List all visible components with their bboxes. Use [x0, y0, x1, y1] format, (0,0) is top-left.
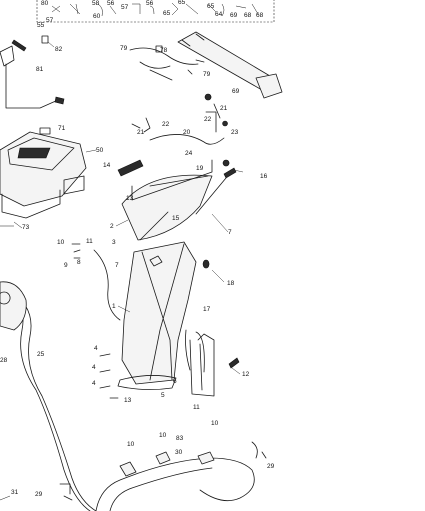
bolts-4 [99, 353, 119, 399]
callout-label: 4 [92, 364, 96, 371]
left-fasteners [0, 221, 121, 321]
callout-label: 20 [183, 129, 191, 136]
inset-parts-box [36, 0, 275, 23]
callout-label: 10 [127, 441, 135, 448]
callout-label: 5 [161, 392, 165, 399]
callout-label: 71 [58, 125, 66, 132]
callout-label: 31 [11, 489, 19, 496]
callout-label: 13 [126, 195, 134, 202]
callout-label: 1 [112, 303, 116, 310]
callout-label: 65 [207, 3, 215, 10]
callout-label: 3 [112, 239, 116, 246]
callout-label: 83 [176, 435, 184, 442]
callout-label: 7 [228, 229, 232, 236]
callout-label: 79 [203, 71, 211, 78]
callout-label: 16 [260, 173, 268, 180]
callout-label: 68 [256, 12, 264, 19]
callout-label: 25 [37, 351, 45, 358]
callout-label: 6 [173, 378, 177, 385]
callout-label: 7 [115, 262, 119, 269]
callout-label: 64 [215, 11, 223, 18]
callout-label: 8 [77, 259, 81, 266]
callout-label: 15 [172, 215, 180, 222]
callout-label: 78 [160, 47, 168, 54]
control-panel-housing [0, 127, 97, 219]
callout-label: 29 [267, 463, 275, 470]
bracket-assembly-81 [0, 35, 65, 109]
callout-label: 81 [36, 66, 44, 73]
callout-label: 28 [0, 357, 8, 364]
callout-label: 2 [110, 223, 114, 230]
handle-grip-14 [117, 159, 144, 177]
callout-label: 10 [211, 420, 219, 427]
callout-label: 79 [120, 45, 128, 52]
callout-label: 56 [146, 0, 154, 7]
callout-label: 10 [57, 239, 65, 246]
callout-label: 50 [96, 147, 104, 154]
callout-label: 19 [196, 165, 204, 172]
chute-crank-linkage [131, 93, 228, 145]
callout-label: 11 [86, 238, 93, 245]
chute-rod-17 [189, 333, 215, 397]
lower-cable-routing [0, 441, 267, 511]
upper-chute-deflector [121, 159, 237, 241]
callout-label: 69 [232, 88, 240, 95]
callout-label: 21 [137, 129, 145, 136]
callout-label: 23 [231, 129, 239, 136]
callout-label: 10 [159, 432, 167, 439]
control-cable-25 [0, 281, 97, 511]
callout-label: 58 [92, 0, 100, 7]
callout-label: 14 [103, 162, 111, 169]
callout-label: 29 [35, 491, 43, 498]
spring-12 [228, 357, 240, 369]
actuator-69 [177, 31, 283, 99]
callout-label: 17 [203, 306, 211, 313]
callout-label: 65 [163, 10, 171, 17]
callout-label: 21 [220, 105, 228, 112]
callout-label: 82 [55, 46, 63, 53]
callout-label: 68 [244, 12, 252, 19]
callout-label: 60 [93, 13, 101, 20]
callout-label: 13 [124, 397, 132, 404]
callout-label: 57 [121, 4, 129, 11]
callout-label: 57 [46, 17, 54, 24]
callout-label: 11 [193, 404, 200, 411]
callout-label: 73 [22, 224, 30, 231]
callout-label: 4 [94, 345, 98, 352]
callout-label: 55 [37, 22, 45, 29]
callout-labels: 80 58 56 57 56 65 65 64 69 68 57 55 60 6… [0, 0, 275, 498]
callout-label: 9 [64, 262, 68, 269]
callout-label: 80 [41, 0, 49, 7]
callout-label: 18 [227, 280, 235, 287]
discharge-chute-1 [117, 241, 205, 390]
callout-label: 69 [230, 12, 238, 19]
callout-label: 56 [107, 0, 115, 7]
callout-label: 22 [204, 116, 212, 123]
callout-label: 22 [162, 121, 170, 128]
leader-lines [115, 169, 244, 375]
callout-label: 30 [175, 449, 183, 456]
wiring-harness [129, 45, 205, 81]
callout-label: 4 [92, 380, 96, 387]
callout-label: 65 [178, 0, 186, 6]
spring-18 [202, 259, 210, 269]
callout-label: 12 [242, 371, 250, 378]
callout-label: 24 [185, 150, 193, 157]
